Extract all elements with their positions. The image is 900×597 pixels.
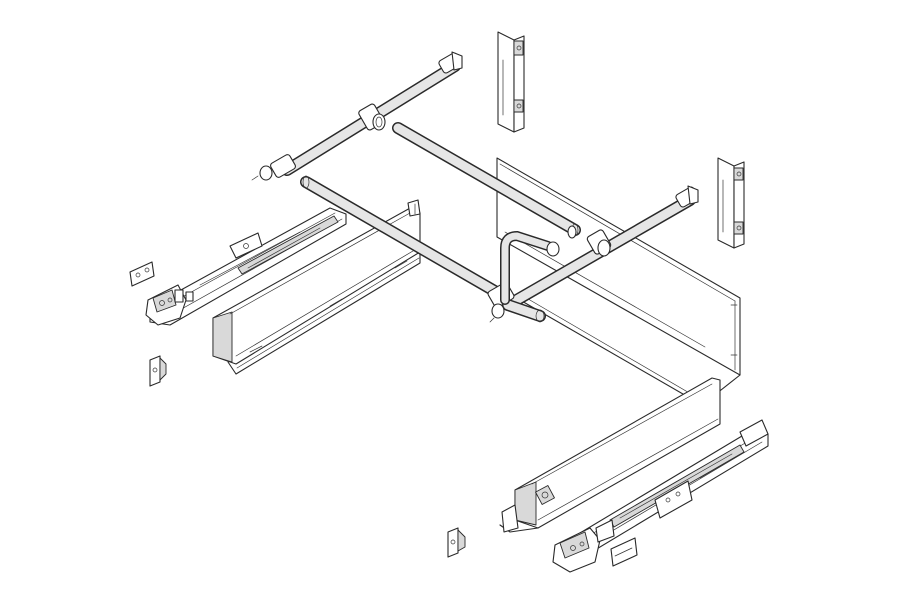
bent-rod-hook (500, 225, 577, 305)
right-adjustment-plate (610, 537, 638, 567)
left-front-clip (149, 355, 167, 387)
left-adjustment-plate (129, 261, 155, 287)
right-front-clip (447, 527, 466, 558)
gallery-rail-frame (251, 51, 699, 323)
left-back-connector (251, 154, 296, 181)
back-t-connector (358, 103, 386, 131)
rear-panel (496, 157, 741, 406)
right-back-end-cap (438, 51, 463, 74)
left-rear-bracket (497, 31, 525, 133)
right-rear-bracket (717, 157, 745, 249)
front-t-connector (586, 229, 612, 257)
right-runner (552, 419, 769, 573)
right-side-panel (499, 377, 721, 533)
front-right-end-cap (675, 185, 699, 208)
left-runner (145, 207, 347, 326)
